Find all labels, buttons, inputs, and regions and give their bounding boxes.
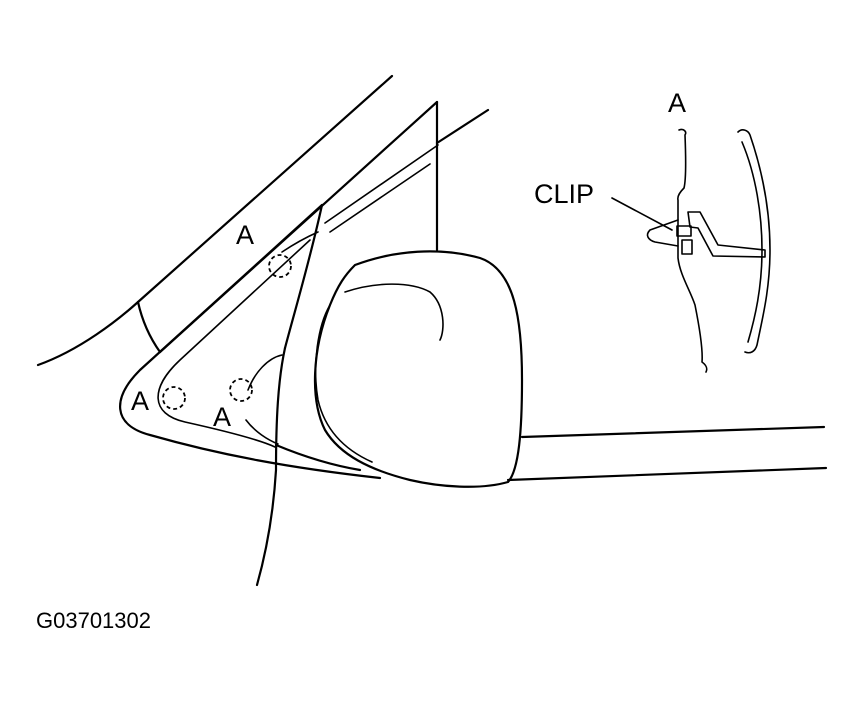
corner-garnish [119, 203, 382, 480]
clip-locations [162, 254, 292, 410]
mirror-body [255, 250, 524, 587]
clip-location-lower [229, 378, 253, 402]
clip-part [676, 225, 692, 237]
figure-code: G03701302 [36, 608, 151, 633]
clip-label: CLIP [534, 179, 594, 209]
clip-location-left [162, 386, 186, 410]
label-a-upper: A [236, 220, 254, 250]
clip-location-upper [268, 254, 292, 278]
detail-label-a: A [668, 88, 686, 118]
label-a-left: A [131, 386, 149, 416]
door-beltline [506, 425, 828, 482]
detail-view-a: A CLIP [534, 88, 771, 373]
label-a-lower: A [213, 402, 231, 432]
door-frame [36, 74, 490, 367]
clip-leader-line [611, 197, 673, 231]
